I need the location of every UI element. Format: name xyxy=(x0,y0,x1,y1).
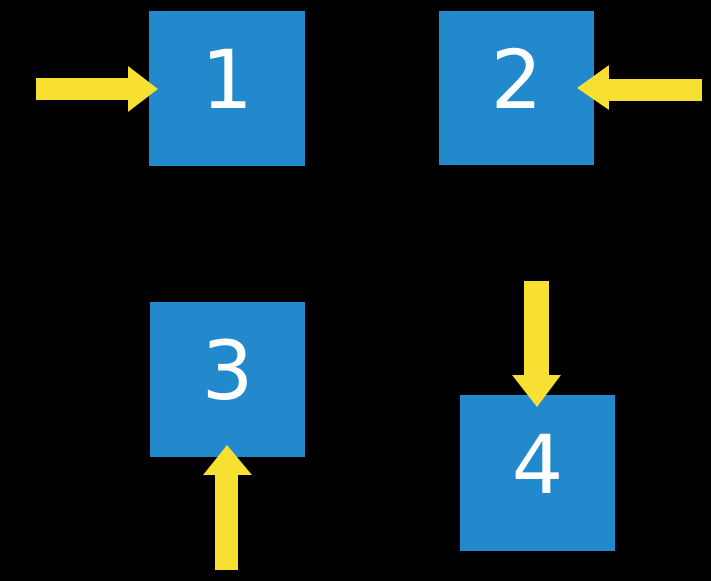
right-arrow-icon xyxy=(36,66,158,112)
square-4: 4 xyxy=(460,395,615,551)
up-arrow-icon xyxy=(203,445,252,570)
square-1: 1 xyxy=(149,11,305,166)
square-1-label: 1 xyxy=(201,34,253,128)
down-arrow-icon xyxy=(512,281,561,407)
left-arrow-icon xyxy=(577,65,702,110)
square-2-label: 2 xyxy=(490,33,543,128)
square-4-label: 4 xyxy=(511,418,564,513)
square-3: 3 xyxy=(150,302,305,457)
square-3-label: 3 xyxy=(201,325,254,419)
square-2: 2 xyxy=(439,11,594,165)
